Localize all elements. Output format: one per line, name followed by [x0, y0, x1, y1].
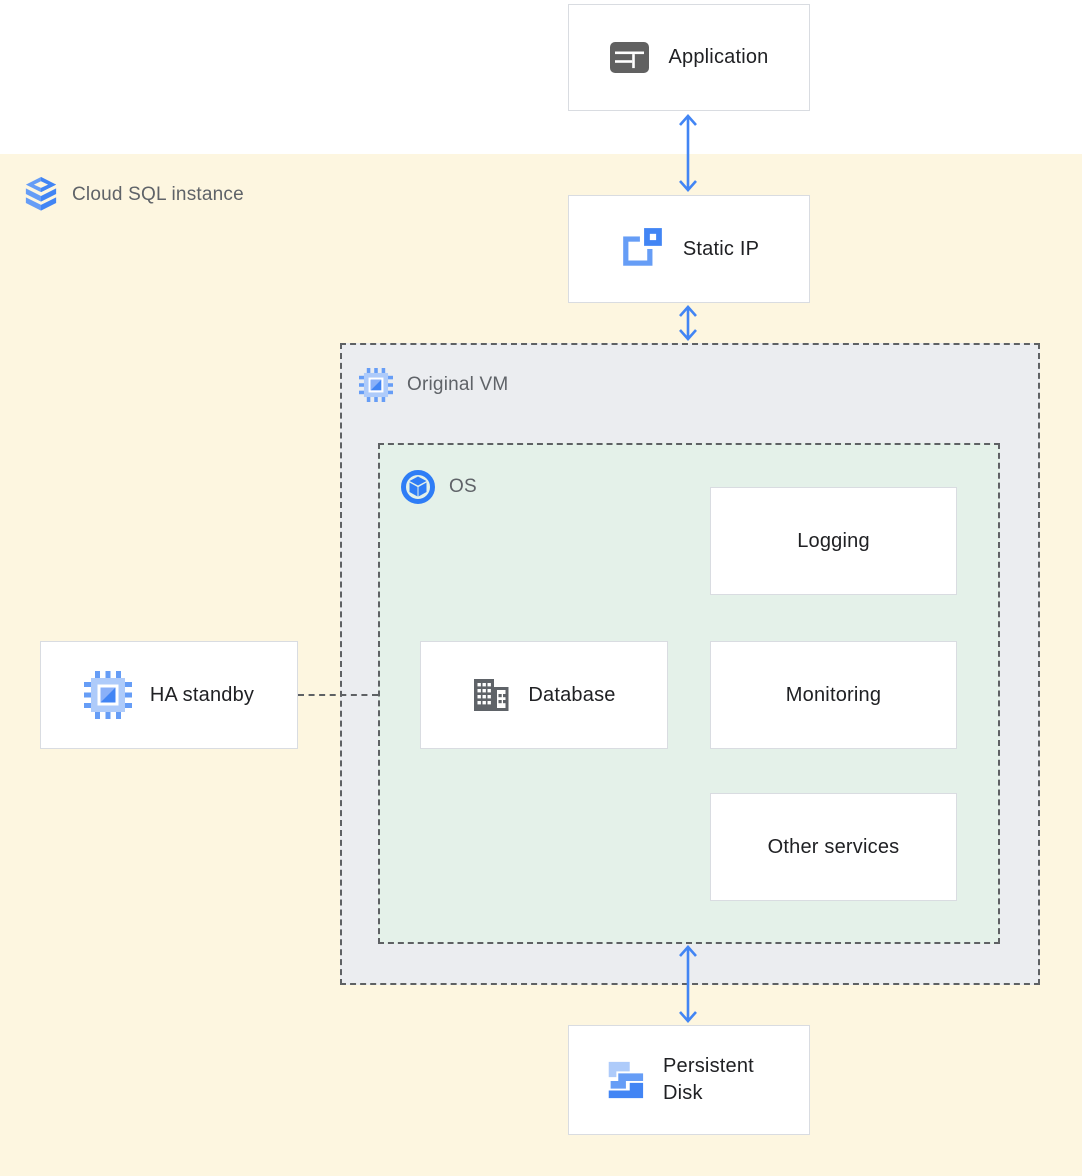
persistent-disk-label: Persistent Disk: [663, 1055, 754, 1104]
os-icon: [401, 470, 435, 504]
database-icon: [472, 677, 510, 713]
node-static-ip: Static IP: [568, 195, 810, 303]
cloud-sql-instance-label: Cloud SQL instance: [24, 175, 244, 215]
os-text: OS: [449, 476, 477, 497]
cloud-sql-instance-text: Cloud SQL instance: [72, 184, 244, 205]
arrow-os-persistentdisk: [675, 945, 701, 1023]
original-vm-label: Original VM: [359, 368, 508, 402]
cloud-sql-icon: [24, 175, 58, 215]
node-monitoring: Monitoring: [710, 641, 957, 749]
arrow-staticip-vm: [675, 305, 701, 341]
logging-label: Logging: [797, 529, 870, 552]
node-other-services: Other services: [710, 793, 957, 901]
compute-engine-icon: [83, 671, 132, 719]
node-ha-standby: HA standby: [40, 641, 298, 749]
node-persistent-disk: Persistent Disk: [568, 1025, 810, 1135]
node-logging: Logging: [710, 487, 957, 595]
original-vm-text: Original VM: [407, 374, 509, 395]
static-ip-label: Static IP: [682, 237, 760, 260]
database-label: Database: [528, 683, 616, 706]
static-ip-icon: [619, 226, 665, 272]
monitoring-label: Monitoring: [785, 683, 882, 706]
arrow-application-staticip: [675, 114, 701, 192]
node-database: Database: [420, 641, 668, 749]
compute-engine-icon: [359, 368, 393, 402]
other-services-label: Other services: [767, 835, 900, 858]
app-window-icon: [609, 41, 650, 74]
application-label: Application: [668, 46, 769, 68]
node-application: Application: [568, 4, 810, 111]
ha-standby-label: HA standby: [149, 683, 255, 706]
os-label: OS: [401, 470, 477, 504]
persistent-disk-icon: [603, 1058, 645, 1102]
link-hastandby-vm: [298, 694, 378, 696]
